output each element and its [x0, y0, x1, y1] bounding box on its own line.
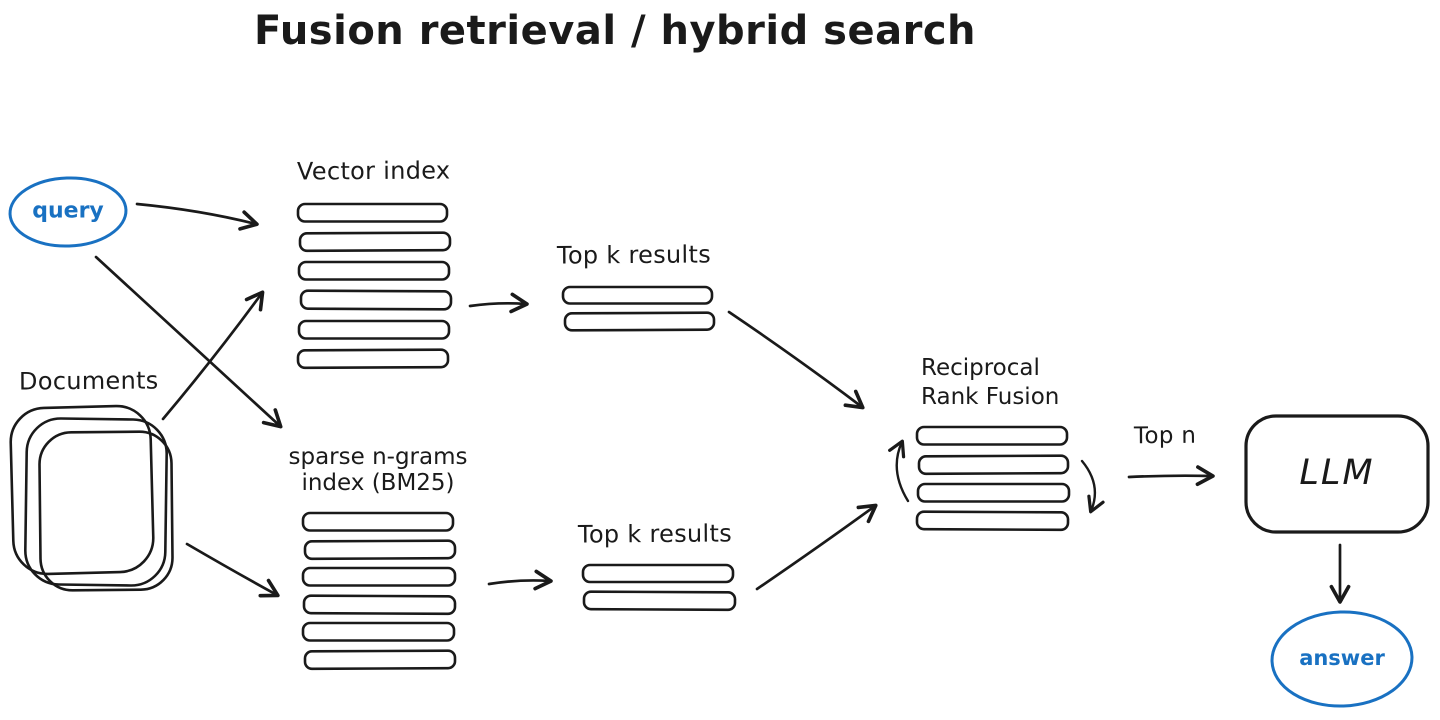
- rrf-label-line1: Reciprocal: [921, 355, 1040, 381]
- rrf-label: Reciprocal Rank Fusion: [921, 354, 1059, 412]
- rrf-bar: [917, 454, 1070, 476]
- top-k-sparse-bars: [581, 563, 737, 612]
- top-k-bar: [581, 563, 735, 584]
- rrf-label-line2: Rank Fusion: [921, 383, 1060, 410]
- top-k-bar: [582, 590, 737, 612]
- vector-index-bar: [297, 319, 451, 340]
- vector-index-bar: [298, 231, 452, 253]
- answer-label: answer: [1299, 646, 1385, 670]
- rrf-cycle-arrow-left: [888, 439, 910, 503]
- diagram-title: Fusion retrieval / hybrid search: [253, 8, 977, 54]
- document-square-1: [9, 404, 155, 576]
- top-n-label: Top n: [1133, 422, 1197, 450]
- vector-index-bar: [296, 202, 449, 223]
- documents-label: Documents: [18, 366, 159, 396]
- arrow-documents-to-vector-index: [161, 290, 265, 421]
- llm-box: [1244, 414, 1430, 534]
- sparse-index-bar: [301, 621, 456, 642]
- arrow-query-to-vector-index: [135, 202, 259, 231]
- vector-index-bar: [296, 348, 450, 370]
- vector-index-bars: [296, 202, 453, 370]
- query-ellipse: [8, 176, 128, 248]
- sparse-index-bar: [302, 594, 457, 616]
- sparse-index-label-line1: sparse n-grams: [288, 444, 468, 470]
- vector-index-label: Vector index: [296, 156, 451, 186]
- sparse-index-bars: [301, 511, 457, 671]
- sparse-index-bar: [301, 566, 457, 587]
- rrf-bar: [916, 482, 1071, 503]
- top-k-bar: [561, 285, 714, 305]
- top-k-sparse-label: Top k results: [577, 519, 733, 549]
- rrf-bar: [915, 510, 1070, 532]
- documents-stack: [9, 404, 174, 592]
- document-square-3: [38, 430, 174, 592]
- top-k-bar: [563, 311, 716, 332]
- sparse-index-bar: [303, 649, 457, 671]
- sparse-index-bar: [303, 539, 457, 561]
- arrow-query-to-sparse-index: [94, 255, 283, 429]
- answer-ellipse: [1270, 610, 1414, 708]
- arrow-sparse-index-to-top-k: [487, 569, 553, 591]
- arrow-vector-index-to-top-k: [468, 292, 529, 314]
- vector-index-bar: [299, 289, 453, 311]
- sparse-index-label-line2: index (BM25): [301, 470, 455, 497]
- top-k-vector-label: Top k results: [556, 240, 712, 270]
- top-k-vector-bars: [561, 285, 716, 332]
- vector-index-bar: [297, 260, 451, 281]
- rrf-bars: [915, 425, 1071, 532]
- sparse-index-bar: [301, 511, 455, 532]
- arrow-top-k-vector-to-rrf: [727, 310, 865, 410]
- document-square-2: [24, 417, 168, 587]
- sparse-index-label: sparse n-grams index (BM25): [286, 444, 470, 497]
- arrow-documents-to-sparse-index: [185, 542, 280, 598]
- arrow-top-k-sparse-to-rrf: [755, 503, 878, 591]
- arrow-rrf-to-llm: [1127, 465, 1215, 487]
- llm-label: LLM: [1299, 453, 1375, 493]
- rrf-bar: [915, 425, 1069, 446]
- rrf-cycle-arrow-right: [1080, 459, 1105, 514]
- query-label: query: [32, 198, 104, 224]
